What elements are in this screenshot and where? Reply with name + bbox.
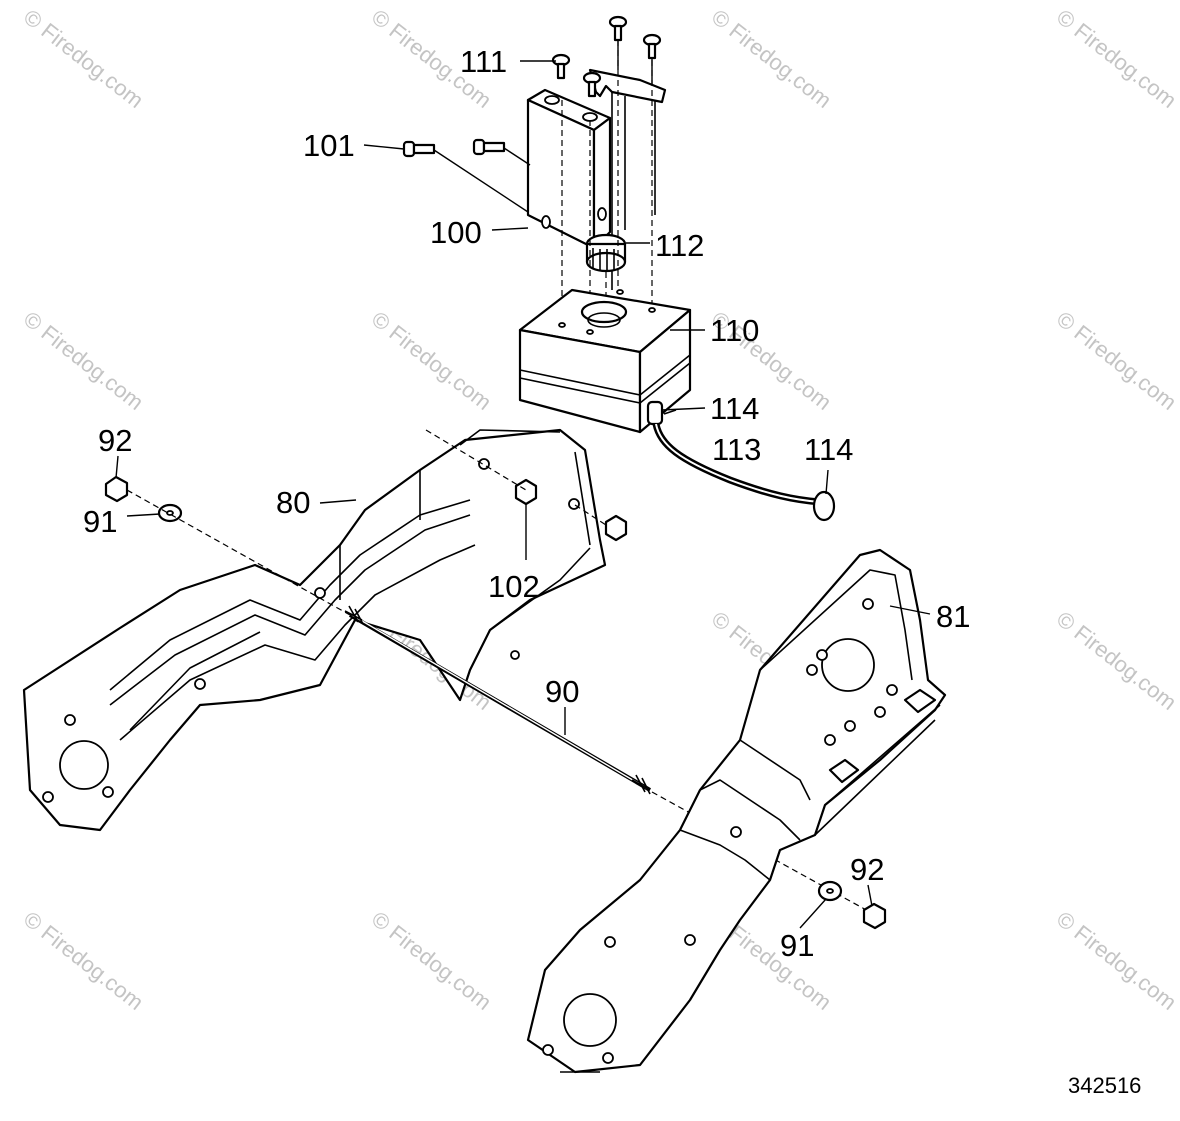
right-hardware [817, 880, 887, 930]
callout-101: 101 [303, 128, 355, 163]
leader-lines [115, 60, 931, 929]
callout-114: 114 [804, 432, 853, 467]
bracket-hole [582, 112, 598, 122]
callout-92: 92 [850, 852, 884, 887]
callout-113: 113 [712, 432, 761, 467]
tank-bracket [526, 68, 667, 290]
bracket-hole [597, 207, 607, 221]
right-frame-bracket [526, 548, 947, 1074]
screws-111 [551, 15, 662, 98]
watermark: © Firedog.com [1052, 906, 1180, 1015]
callout-100: 100 [430, 215, 482, 250]
nut-icon [862, 902, 887, 930]
bolts-101 [402, 138, 531, 213]
hose-clamp-icon [812, 490, 836, 522]
bracket-hole [544, 95, 560, 105]
watermark: © Firedog.com [367, 906, 496, 1015]
callout-91: 91 [83, 504, 117, 539]
watermark: © Firedog.com [1052, 606, 1180, 715]
fuel-line [646, 400, 836, 522]
callout-91: 91 [780, 928, 814, 963]
watermark: © Firedog.com [19, 4, 148, 113]
figure-number: 342516 [1068, 1073, 1141, 1098]
watermark: © Firedog.com [19, 306, 148, 415]
watermark: © Firedog.com [1052, 306, 1180, 415]
callout-80: 80 [276, 485, 310, 520]
nut-icon [104, 475, 129, 503]
callout-114: 114 [710, 391, 759, 426]
watermark: © Firedog.com [1052, 4, 1180, 113]
bracket-hole [541, 215, 551, 229]
callout-111: 111 [460, 44, 507, 79]
callout-102: 102 [488, 569, 540, 604]
callouts: 111 101 100 112 110 114 113 114 92 91 80… [83, 44, 970, 963]
callout-110: 110 [710, 313, 759, 348]
fuel-cap [585, 233, 627, 300]
nuts-102 [425, 429, 628, 542]
fuel-tank [518, 288, 692, 434]
watermark: © Firedog.com [367, 306, 496, 415]
left-frame-bracket [22, 428, 607, 832]
watermark: © Firedog.com [707, 4, 836, 113]
callout-90: 90 [545, 674, 579, 709]
watermark: © Firedog.com [19, 906, 148, 1015]
callout-81: 81 [936, 599, 970, 634]
callout-112: 112 [655, 228, 704, 263]
callout-92: 92 [98, 423, 132, 458]
